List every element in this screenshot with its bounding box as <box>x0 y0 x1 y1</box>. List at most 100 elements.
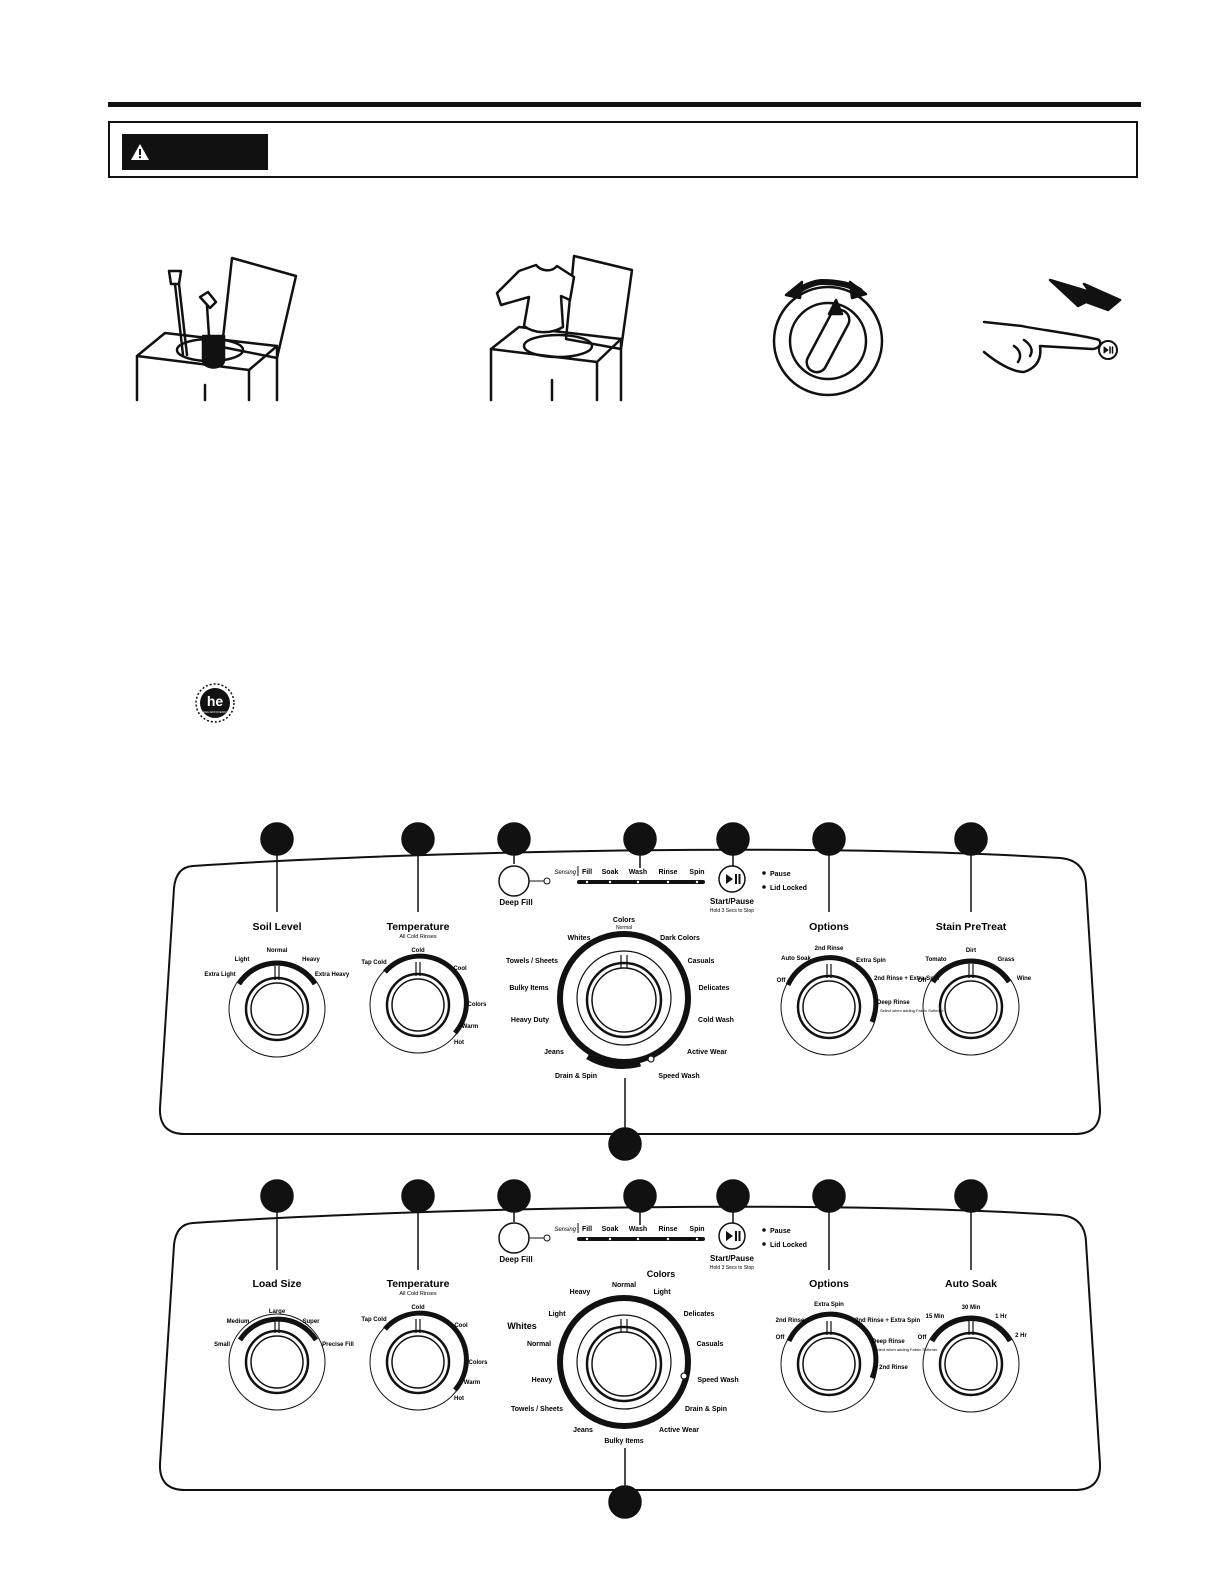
start-pause-button[interactable] <box>718 865 746 893</box>
callout-bottom-3 <box>497 1179 531 1213</box>
warning-box <box>108 121 1138 178</box>
knob-temperature-bottom[interactable]: Temperature All Cold Rinses Tap Cold Col… <box>361 1278 488 1411</box>
load-large: Large <box>269 1309 286 1315</box>
deep-fill-label: Deep Fill <box>499 898 532 907</box>
load-medium: Medium <box>227 1319 250 1325</box>
options-b-fabric-softener-note: Select when adding Fabric Softener <box>874 1347 938 1352</box>
cycle-b-jeans: Jeans <box>573 1427 593 1434</box>
callout-top-7 <box>954 822 988 856</box>
options-off: Off <box>777 978 787 984</box>
options-b-deep-rinse-2nd-rinse: + 2nd Rinse <box>874 1365 909 1371</box>
soak-2-hr: 2 Hr <box>1015 1333 1027 1339</box>
indicator-pause: Pause <box>770 871 791 878</box>
stain-wine: Wine <box>1017 976 1032 982</box>
status-rinse-bottom: Rinse <box>658 1226 677 1233</box>
load-size-title: Load Size <box>252 1278 301 1290</box>
callout-bottom-6 <box>812 1179 846 1213</box>
cycle-b-colors-heavy: Heavy <box>570 1289 591 1296</box>
cycle-colors: Colors <box>613 917 635 924</box>
status-wash-bottom: Wash <box>629 1226 647 1233</box>
cycle-b-active-wear: Active Wear <box>659 1427 699 1434</box>
callout-bottom-2 <box>401 1179 435 1213</box>
stain-tomato: Tomato <box>925 957 947 963</box>
knob-load-size[interactable]: Load Size Small Medium Large Super Preci… <box>214 1278 354 1411</box>
status-soak-bottom: Soak <box>602 1226 619 1233</box>
options-b-2nd-rinse: 2nd Rinse <box>776 1318 805 1324</box>
stain-off: Off <box>918 978 928 984</box>
warning-triangle-icon <box>131 144 149 160</box>
auto-soak-title: Auto Soak <box>945 1278 997 1290</box>
callout-bottom-5 <box>716 1179 750 1213</box>
knob-options-top[interactable]: Options Off Auto Soak 2nd Rinse Extra Sp… <box>777 921 944 1056</box>
start-pause-label-bottom: Start/Pause <box>710 1254 755 1263</box>
temp-tap-cold-bottom: Tap Cold <box>361 1317 387 1323</box>
knob-auto-soak[interactable]: Auto Soak Off 15 Min 30 Min 1 Hr 2 Hr <box>918 1278 1028 1413</box>
stain-grass: Grass <box>997 957 1015 963</box>
options-b-extra-spin: Extra Spin <box>814 1302 844 1308</box>
indicator-lid-locked-bottom: Lid Locked <box>770 1242 807 1249</box>
options-b-off: Off <box>776 1335 786 1341</box>
svg-text:Extra Light: Extra Light <box>204 972 235 978</box>
stain-dirt: Dirt <box>966 948 976 954</box>
status-rinse: Rinse <box>658 869 677 876</box>
load-clothes-illustration <box>489 254 634 402</box>
cycle-group-whites: Whites <box>507 1321 537 1331</box>
press-start-illustration <box>982 278 1122 374</box>
status-soak: Soak <box>602 869 619 876</box>
soil-extra-light: Extra Light <box>204 972 235 978</box>
deep-fill-button-bottom[interactable] <box>498 1222 530 1254</box>
cycle-bulky-items: Bulky Items <box>509 985 548 992</box>
status-fill-bottom: Fill <box>582 1226 592 1233</box>
indicator-pause-bottom: Pause <box>770 1228 791 1235</box>
soak-15-min: 15 Min <box>926 1314 945 1320</box>
temperature-title-bottom: Temperature <box>387 1278 450 1290</box>
cycle-towels-sheets: Towels / Sheets <box>506 958 558 965</box>
soil-heavy: Heavy <box>302 957 320 963</box>
control-panel-bottom: Deep Fill Sensing Fill Soak Wash Rinse S… <box>158 1179 1102 1519</box>
deep-fill-button[interactable] <box>498 865 530 897</box>
knob-options-bottom[interactable]: Options Off 2nd Rinse Extra Spin 2nd Rin… <box>776 1278 938 1413</box>
callout-top-1 <box>260 822 294 856</box>
options-fabric-softener-note: Select when adding Fabric Softener <box>880 1008 944 1013</box>
soil-extra-heavy: Extra Heavy <box>315 972 350 978</box>
callout-bottom-1 <box>260 1179 294 1213</box>
callout-bottom-4 <box>623 1179 657 1213</box>
cycle-whites: Whites <box>568 935 591 942</box>
cycle-speed-wash: Speed Wash <box>658 1073 699 1080</box>
cycle-b-whites-normal: Normal <box>527 1341 551 1348</box>
indicator-lid-locked: Lid Locked <box>770 885 807 892</box>
cycle-delicates: Delicates <box>699 985 730 992</box>
knob-cycle-top[interactable]: Colors Normal Whites Dark Colors Towels … <box>506 917 734 1080</box>
he-logo-icon: he HIGH EFFICIENCY <box>195 683 235 723</box>
options-b-deep-rinse: Deep Rinse <box>872 1339 905 1345</box>
options-title-bottom: Options <box>809 1278 849 1290</box>
knob-soil-level[interactable]: Soil Level Extra Light Light Normal Heav… <box>204 921 350 1058</box>
cycle-b-whites-light: Light <box>548 1311 566 1318</box>
knob-cycle-bottom[interactable]: Colors Whites Normal Light Heavy Light D… <box>507 1269 738 1445</box>
temperature-title: Temperature <box>387 921 450 933</box>
cycle-b-drain-spin: Drain & Spin <box>685 1406 727 1413</box>
soak-1-hr: 1 Hr <box>995 1314 1007 1320</box>
callout-top-5 <box>716 822 750 856</box>
cycle-casuals: Casuals <box>688 958 715 965</box>
status-wash: Wash <box>629 869 647 876</box>
options-auto-soak: Auto Soak <box>781 956 811 962</box>
temp-colors: Colors <box>467 1002 487 1008</box>
he-logo-letters: he <box>207 693 224 709</box>
callout-bottom-8 <box>608 1485 642 1519</box>
cycle-cold-wash: Cold Wash <box>698 1017 734 1024</box>
options-2nd-rinse: 2nd Rinse <box>815 946 844 952</box>
start-pause-button-bottom[interactable] <box>718 1222 746 1250</box>
knob-temperature-top[interactable]: Temperature All Cold Rinses Tap Cold Col… <box>361 921 487 1054</box>
cycle-heavy-duty: Heavy Duty <box>511 1017 549 1024</box>
temp-colors-bottom: Colors <box>468 1360 488 1366</box>
temp-cool-bottom: Cool <box>454 1323 468 1329</box>
status-fill: Fill <box>582 869 592 876</box>
cycle-b-colors-normal: Normal <box>612 1282 636 1289</box>
temp-hot: Hot <box>454 1040 464 1046</box>
cycle-active-wear: Active Wear <box>687 1049 727 1056</box>
callout-top-8 <box>608 1127 642 1161</box>
turn-knob-illustration <box>772 279 884 397</box>
knob-stain-pretreat[interactable]: Stain PreTreat Off Tomato Dirt Grass Win… <box>918 921 1032 1056</box>
